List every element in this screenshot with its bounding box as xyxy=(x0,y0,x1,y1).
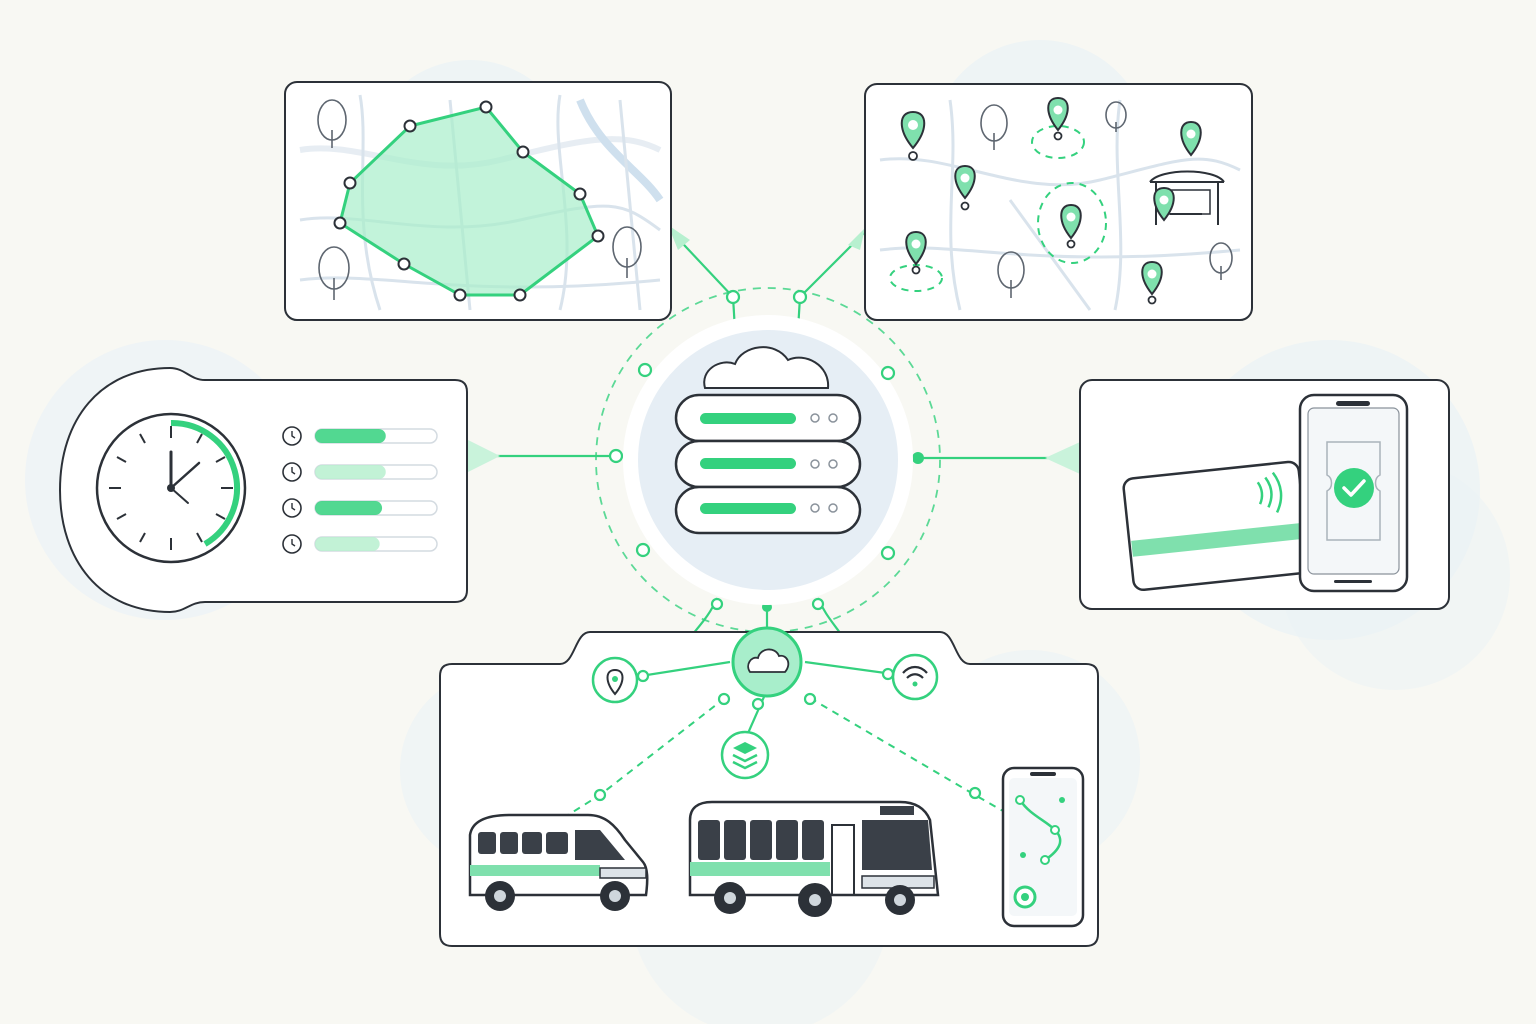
smartphone-icon xyxy=(1001,766,1085,928)
map-pin-icon xyxy=(905,230,927,275)
schedule-row xyxy=(282,462,438,482)
central-hub xyxy=(595,287,941,633)
layers-icon xyxy=(720,730,770,780)
map-pin-icon xyxy=(1180,120,1202,157)
schedule-bar-fill xyxy=(315,465,386,479)
smartphone-icon xyxy=(1298,393,1409,593)
connector-node xyxy=(792,289,808,305)
clock-icon xyxy=(95,412,247,564)
tree-icon xyxy=(1209,242,1233,280)
map-pin-icon xyxy=(900,110,926,161)
schedule-bar-fill xyxy=(315,501,383,515)
tree-icon xyxy=(317,99,347,148)
map-pin-icon xyxy=(1060,203,1082,249)
connector-node xyxy=(725,289,741,305)
wifi-icon xyxy=(891,653,939,701)
polygon-zone-icon xyxy=(333,100,605,302)
connector-node xyxy=(608,448,624,464)
tree-icon xyxy=(318,246,350,300)
tree-icon xyxy=(1105,101,1127,132)
tree-icon xyxy=(980,104,1008,150)
contactless-card-icon xyxy=(1122,460,1310,592)
service-zone-panel xyxy=(284,81,672,321)
schedule-row xyxy=(282,426,438,446)
map-pin-icon xyxy=(954,164,976,211)
schedule-panel xyxy=(58,366,468,614)
schedule-row xyxy=(282,498,438,518)
fleet-panel xyxy=(439,626,1099,947)
map-pin-icon xyxy=(591,656,639,704)
tree-icon xyxy=(612,226,642,278)
payment-panel xyxy=(1079,379,1450,610)
van-icon xyxy=(468,813,649,911)
map-pin-icon xyxy=(1153,186,1175,222)
fleet-connections xyxy=(559,660,1011,821)
schedule-bar-fill xyxy=(315,429,386,443)
schedule-row xyxy=(282,534,438,554)
bus-icon xyxy=(688,800,940,917)
schedule-rows xyxy=(282,426,438,554)
map-pin-icon xyxy=(1047,96,1069,141)
map-pin-icon xyxy=(1141,260,1163,305)
virtual-stops-panel xyxy=(864,83,1253,321)
cloud-icon xyxy=(731,626,803,698)
schedule-bar-fill xyxy=(315,537,380,551)
cloud-icon xyxy=(703,346,830,389)
tree-icon xyxy=(997,251,1025,298)
checkmark-icon xyxy=(1334,468,1374,508)
server-stack-icon xyxy=(674,393,862,535)
